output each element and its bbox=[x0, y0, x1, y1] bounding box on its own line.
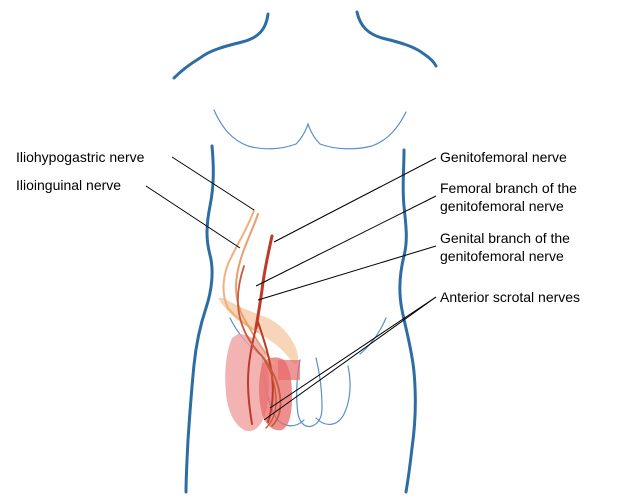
label-ilioinguinal-nerve: Ilioinguinal nerve bbox=[16, 177, 121, 194]
body-outline bbox=[174, 12, 436, 492]
label-iliohypogastric-nerve: Iliohypogastric nerve bbox=[16, 149, 144, 166]
penis-outline bbox=[297, 358, 322, 427]
leader-femoral-branch bbox=[256, 196, 436, 286]
label-genital-branch-line2: genitofemoral nerve bbox=[440, 248, 564, 265]
label-genitofemoral-nerve: Genitofemoral nerve bbox=[440, 149, 567, 166]
torso-left-side bbox=[186, 146, 213, 492]
leader-ilioinguinal bbox=[146, 186, 240, 248]
neck-left bbox=[174, 14, 268, 78]
leader-genital-branch bbox=[258, 246, 436, 300]
label-femoral-branch-line2: genitofemoral nerve bbox=[440, 198, 564, 215]
label-genital-branch-line1: Genital branch of the bbox=[440, 230, 570, 247]
leader-genitofemoral bbox=[274, 158, 436, 242]
genital-branch-skin-area-upper bbox=[278, 360, 300, 380]
label-femoral-branch-line1: Femoral branch of the bbox=[440, 180, 577, 197]
label-anterior-scrotal-nerves: Anterior scrotal nerves bbox=[440, 289, 580, 306]
chest-line bbox=[214, 110, 406, 149]
neck-right bbox=[357, 12, 436, 66]
